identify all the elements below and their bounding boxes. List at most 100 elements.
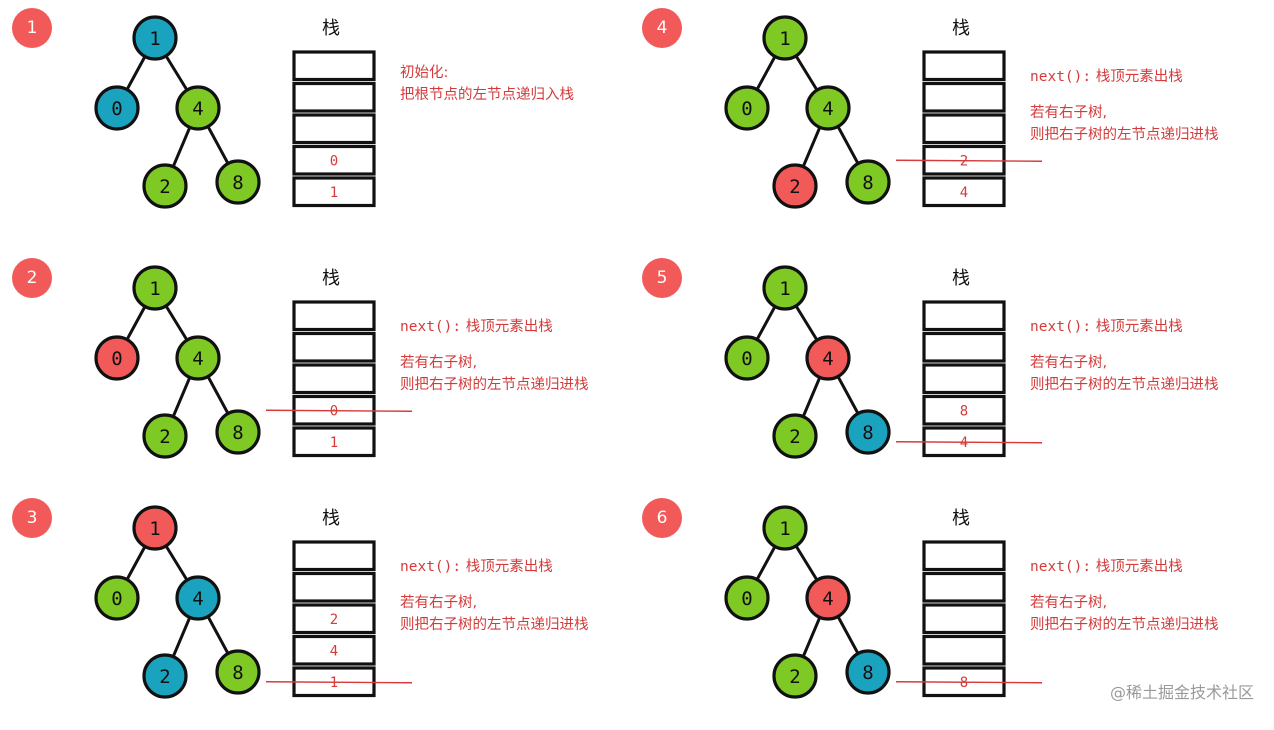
stack: 241 [265, 540, 413, 698]
step-description: next(): 栈顶元素出栈若有右子树,则把右子树的左节点递归进栈 [1030, 556, 1219, 636]
desc-line: next(): 栈顶元素出栈 [400, 556, 589, 578]
desc-gap [1030, 88, 1219, 102]
svg-text:0: 0 [741, 588, 752, 610]
desc-text: 栈顶元素出栈 [461, 559, 553, 575]
desc-code: next(): [400, 559, 462, 575]
tree-node-8: 8 [215, 649, 261, 695]
tree-node-2: 2 [142, 413, 188, 459]
tree-node-1: 1 [132, 265, 178, 311]
svg-text:4: 4 [192, 348, 203, 370]
tree-node-1: 1 [132, 505, 178, 551]
step-description: next(): 栈顶元素出栈若有右子树,则把右子树的左节点递归进栈 [1030, 66, 1219, 146]
tree-node-8: 8 [215, 159, 261, 205]
desc-gap [400, 338, 589, 352]
stack-slot: 1 [292, 176, 376, 208]
stack: 24 [895, 50, 1043, 208]
stack-title: 栈 [952, 508, 970, 529]
stack-slot [292, 571, 376, 603]
desc-code: next(): [400, 319, 462, 335]
desc-line: next(): 栈顶元素出栈 [1030, 66, 1219, 88]
desc-line: 则把右子树的左节点递归进栈 [1030, 617, 1219, 633]
svg-text:0: 0 [741, 98, 752, 120]
desc-gap [400, 578, 589, 592]
stack-slot [922, 634, 1006, 666]
stack-slot [922, 50, 1006, 82]
desc-line: 则把右子树的左节点递归进栈 [400, 617, 589, 633]
desc-line: 若有右子树, [400, 595, 478, 611]
stack-slot [922, 571, 1006, 603]
pop-strike-line [265, 409, 413, 412]
svg-text:2: 2 [330, 612, 338, 628]
stack-title: 栈 [952, 268, 970, 289]
desc-code: next(): [1030, 559, 1092, 575]
svg-text:4: 4 [330, 643, 338, 659]
svg-text:4: 4 [822, 588, 833, 610]
svg-text:1: 1 [779, 518, 790, 540]
stack-slot [922, 113, 1006, 145]
tree-node-2: 2 [772, 163, 818, 209]
svg-text:8: 8 [232, 172, 243, 194]
tree-node-2: 2 [772, 413, 818, 459]
tree-node-0: 0 [94, 575, 140, 621]
svg-text:2: 2 [159, 176, 170, 198]
desc-gap [1030, 338, 1219, 352]
step-badge: 3 [12, 498, 52, 538]
stack-slot [922, 363, 1006, 395]
tree-node-4: 4 [175, 85, 221, 131]
tree-node-2: 2 [142, 653, 188, 699]
tree-node-4: 4 [805, 335, 851, 381]
tree-node-4: 4 [805, 575, 851, 621]
desc-text: 栈顶元素出栈 [1091, 559, 1183, 575]
stack: 84 [895, 300, 1043, 458]
step-description: next(): 栈顶元素出栈若有右子树, 则把右子树的左节点递归进栈 [400, 556, 589, 636]
step-badge: 6 [642, 498, 682, 538]
desc-text: 栈顶元素出栈 [461, 319, 553, 335]
svg-text:4: 4 [960, 185, 968, 201]
step-badge: 4 [642, 8, 682, 48]
svg-text:1: 1 [149, 278, 160, 300]
svg-text:4: 4 [822, 348, 833, 370]
desc-line: 若有右子树, [1030, 355, 1108, 371]
desc-line: 若有右子树, [400, 355, 478, 371]
watermark: @稀土掘金技术社区 [1109, 683, 1254, 702]
step-badge: 5 [642, 258, 682, 298]
desc-line: 把根节点的左节点递归入栈 [400, 87, 574, 103]
stack: 01 [265, 300, 413, 458]
tree-node-1: 1 [762, 265, 808, 311]
stack-title: 栈 [952, 18, 970, 39]
desc-line: 则把右子树的左节点递归进栈 [1030, 377, 1219, 393]
tree-node-8: 8 [215, 409, 261, 455]
tree-node-1: 1 [132, 15, 178, 61]
svg-text:2: 2 [789, 426, 800, 448]
tree-node-0: 0 [724, 575, 770, 621]
tree-and-stack-graphic: 0 1 2 4 884 [724, 265, 1043, 459]
step-panel-2: 20124801栈next(): 栈顶元素出栈若有右子树,则把右子树的左节点递归… [0, 250, 637, 490]
desc-text: 栈顶元素出栈 [1091, 69, 1183, 85]
stack-slot: 4 [922, 176, 1006, 208]
stack-title: 栈 [322, 268, 340, 289]
tree-node-0: 0 [724, 335, 770, 381]
svg-text:8: 8 [862, 172, 873, 194]
tree-node-8: 8 [845, 409, 891, 455]
tree-node-4: 4 [175, 575, 221, 621]
svg-text:2: 2 [789, 666, 800, 688]
svg-text:0: 0 [330, 153, 338, 169]
stack-slot [922, 603, 1006, 635]
svg-text:8: 8 [960, 403, 968, 419]
tree-node-4: 4 [175, 335, 221, 381]
stack-slot [292, 300, 376, 332]
stack-slot: 8 [922, 394, 1006, 426]
step-description: next(): 栈顶元素出栈若有右子树,则把右子树的左节点递归进栈 [400, 316, 589, 396]
pop-strike-line [895, 159, 1043, 162]
svg-text:4: 4 [192, 588, 203, 610]
svg-text:2: 2 [159, 666, 170, 688]
svg-text:2: 2 [159, 426, 170, 448]
desc-line: 若有右子树, [1030, 105, 1108, 121]
stack: 8 [895, 540, 1043, 698]
tree-and-stack-graphic: 01248241 [94, 505, 413, 699]
